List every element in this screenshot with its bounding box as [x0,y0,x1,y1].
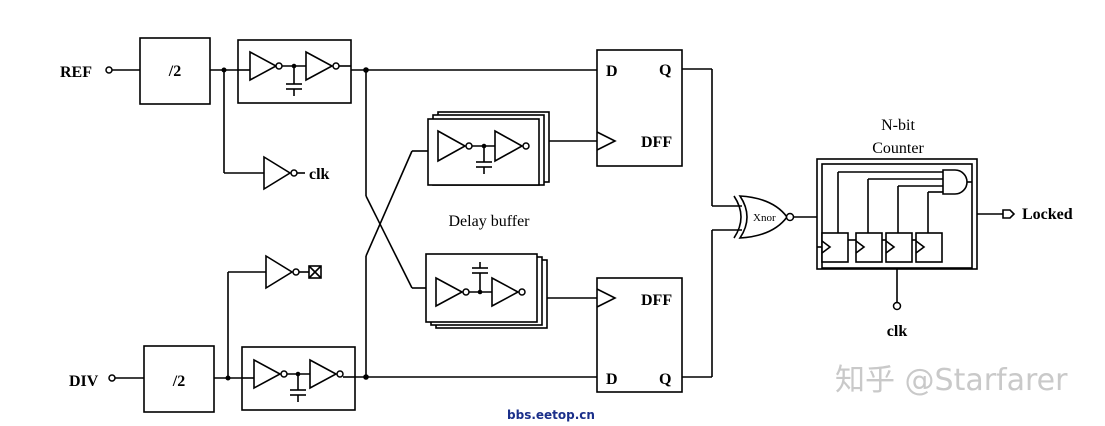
output-port-icon [1002,209,1016,219]
n-bit-counter [816,158,978,270]
locked-output-label: Locked [1022,206,1073,223]
ref-divider-block [139,37,211,105]
div-divider-block [143,345,215,413]
counter-clk-label: clk [887,323,908,340]
ref-input-label: REF [60,64,92,81]
ref-buffer-block [237,39,352,104]
dff-top-name: DFF [641,134,672,151]
ref-input-port [105,66,113,74]
counter-title-line1: N-bit [881,117,915,134]
dff-bottom-name: DFF [641,292,672,309]
delay-buffer-bottom [425,253,548,329]
dff-top [596,49,683,167]
counter-title-line2: Counter [872,140,924,157]
inverter-icon [494,129,524,163]
xnor-gate-icon [733,195,795,239]
dff-bottom [596,277,683,393]
clk-out-label: clk [309,166,330,183]
inverter-icon [435,276,464,308]
clk-inverter-icon [263,155,292,191]
div-input-label: DIV [69,373,99,390]
inverter-icon [491,276,520,308]
div-buffer-block [241,346,356,411]
inverter-icon [309,358,338,390]
dff-top-q-label: Q [659,62,671,79]
delay-buffer-label: Delay buffer [449,213,531,230]
counter-clk-port [892,301,902,311]
unused-inverter-icon [265,254,294,290]
xnor-label: Xnor [753,212,776,224]
div-input-port [108,374,116,382]
inverter-icon [305,50,334,82]
inverter-icon [249,50,278,82]
ref-divider-label: /2 [168,63,181,80]
dff-top-d-label: D [606,63,618,80]
footer-site: bbs.eetop.cn [507,408,595,422]
no-connect-icon [308,265,322,279]
div-divider-label: /2 [172,373,185,390]
dff-bottom-q-label: Q [659,371,671,388]
and-gate-icon [942,169,968,195]
inverter-icon [253,358,282,390]
dff-bottom-d-label: D [606,371,618,388]
inverter-icon [437,129,467,163]
delay-buffer-top [427,111,550,186]
watermark: 知乎 @Starfarer [835,363,1068,398]
